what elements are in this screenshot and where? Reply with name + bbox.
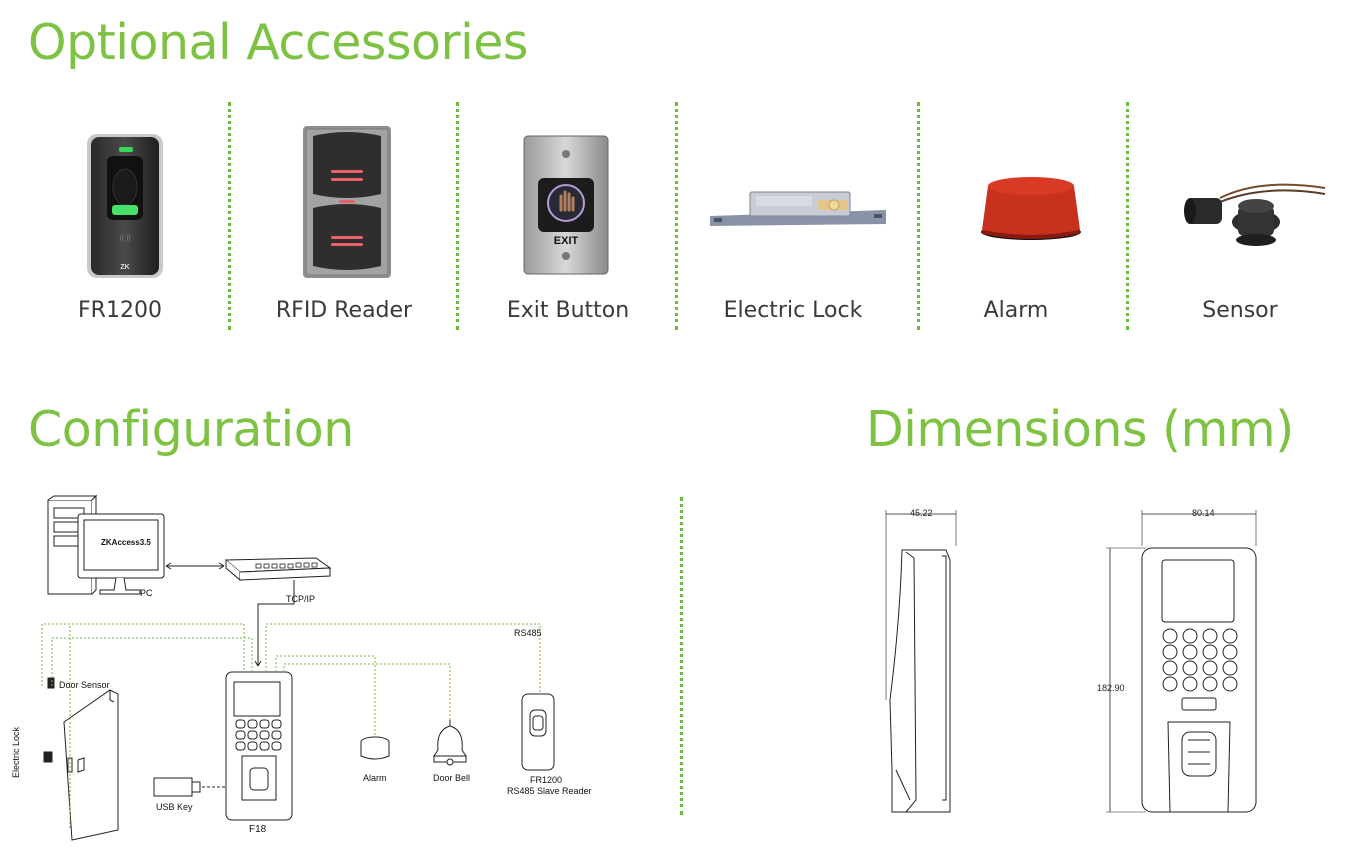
- accessory-item: EXIT Exit Button: [458, 110, 678, 330]
- separator: [917, 102, 920, 330]
- exit-button-icon: EXIT: [523, 135, 609, 275]
- svg-text:ZK: ZK: [120, 264, 129, 271]
- rs485-label: RS485: [514, 628, 542, 638]
- accessory-label: Electric Lock: [723, 298, 863, 323]
- separator: [456, 102, 459, 330]
- slave-reader-icon: [521, 693, 555, 771]
- accessory-item: Alarm: [916, 110, 1116, 330]
- accessory-label: Sensor: [1202, 298, 1278, 323]
- depth-dimension: 45.22: [910, 508, 933, 518]
- separator: [675, 102, 678, 330]
- accessory-item: Sensor: [1130, 110, 1347, 330]
- monitor-label: ZKAccess3.5: [101, 538, 151, 547]
- pc-label: PC: [140, 588, 153, 598]
- accessory-label: FR1200: [78, 298, 162, 323]
- accessory-item: (( )) ZK FR1200: [10, 110, 230, 330]
- door-sensor-label: Door Sensor: [59, 680, 110, 690]
- side-view-drawing: [885, 510, 957, 813]
- alarm-icon: [981, 177, 1081, 240]
- accessory-item: RFID Reader: [234, 110, 454, 330]
- door-sensor-icon: [1184, 183, 1326, 246]
- tcpip-label: TCP/IP: [286, 594, 316, 604]
- separator: [228, 102, 231, 330]
- svg-text:EXIT: EXIT: [554, 235, 579, 247]
- front-view-drawing: [1106, 510, 1257, 813]
- network-switch-icon: [224, 557, 332, 582]
- f18-device-icon: [225, 671, 293, 821]
- fingerprint-reader-icon: (( )) ZK: [87, 134, 163, 278]
- configuration-diagram: [41, 494, 555, 841]
- usb-key-icon: [153, 777, 226, 797]
- dimensions-drawing: [885, 510, 1257, 813]
- monitor-icon: [77, 513, 165, 595]
- slave-reader-sublabel: RS485 Slave Reader: [507, 786, 592, 796]
- f18-label: F18: [249, 824, 267, 835]
- door-icon: [43, 677, 119, 841]
- configuration-heading: Configuration: [28, 401, 354, 458]
- accessory-item: Electric Lock: [682, 110, 904, 330]
- width-dimension: 80.14: [1192, 508, 1215, 518]
- alarm-label: Alarm: [363, 773, 387, 783]
- dimensions-heading: Dimensions (mm): [866, 401, 1294, 458]
- door-bell-label: Door Bell: [433, 773, 471, 783]
- svg-text:(( )): (( )): [119, 235, 130, 242]
- slave-reader-label: FR1200: [530, 775, 563, 785]
- accessory-label: Alarm: [983, 298, 1049, 323]
- usb-key-label: USB Key: [156, 802, 193, 812]
- accessories-heading: Optional Accessories: [28, 14, 528, 71]
- separator: [680, 497, 683, 815]
- rfid-reader-icon: [303, 126, 391, 278]
- electric-lock-label: Electric Lock: [11, 726, 21, 778]
- electric-lock-icon: [710, 191, 886, 226]
- door-bell-icon: [433, 720, 467, 766]
- accessory-label: Exit Button: [506, 298, 630, 323]
- height-dimension: 182.90: [1097, 683, 1125, 693]
- accessory-label: RFID Reader: [275, 298, 413, 323]
- alarm-icon: [360, 736, 390, 760]
- separator: [1126, 102, 1129, 330]
